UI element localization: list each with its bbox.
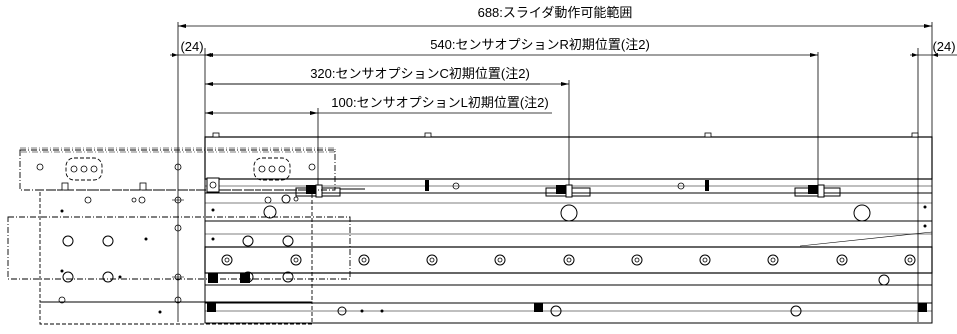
dimension-sensor-r: 540:センサオプションR初期位置(注2) bbox=[205, 37, 819, 190]
rail-bolt bbox=[221, 254, 233, 266]
sensor-c-label: 320:センサオプションC初期位置(注2) bbox=[310, 66, 530, 81]
dimension-sensor-l: 100:センサオプションL初期位置(注2) bbox=[205, 83, 552, 190]
rail-bolt bbox=[767, 254, 779, 266]
rail-bolt-inner bbox=[634, 257, 640, 263]
rail-bolt bbox=[836, 254, 848, 266]
rail-bolt-inner bbox=[224, 257, 230, 263]
stroke-total-label: 688:スライダ動作可能範囲 bbox=[478, 5, 633, 20]
end-bolt bbox=[240, 273, 250, 283]
actuator-body bbox=[204, 132, 933, 324]
rail-bolt-inner bbox=[293, 257, 299, 263]
sensor-bracket-c bbox=[530, 184, 591, 198]
rail-bolt bbox=[494, 254, 506, 266]
sensor-l-label: 100:センサオプションL初期位置(注2) bbox=[331, 95, 548, 110]
rail-bolt-inner bbox=[429, 257, 435, 263]
dimension-stroke-total: 688:スライダ動作可能範囲 bbox=[177, 5, 933, 322]
rail-bolt-inner bbox=[566, 257, 572, 263]
rail-bolt bbox=[290, 254, 302, 266]
rail-bolt bbox=[358, 254, 370, 266]
rail-bolt bbox=[563, 254, 575, 266]
rail-bolt-inner bbox=[702, 257, 708, 263]
rail-bolt-inner bbox=[361, 257, 367, 263]
rail-bolt-inner bbox=[497, 257, 503, 263]
dimension-right-margin: (24) bbox=[910, 39, 957, 322]
rail-bolt-inner bbox=[839, 257, 845, 263]
rail-bolt bbox=[699, 254, 711, 266]
rail-bolt bbox=[426, 254, 438, 266]
sensor-bracket-l bbox=[295, 184, 365, 198]
end-bolt bbox=[208, 273, 218, 283]
slider-table-outline bbox=[7, 147, 351, 325]
right-margin-label: (24) bbox=[932, 39, 955, 54]
bolt-row bbox=[208, 254, 916, 283]
rail-bolt bbox=[631, 254, 643, 266]
sensor-r-label: 540:センサオプションR初期位置(注2) bbox=[430, 37, 650, 52]
rail-bolt bbox=[904, 254, 916, 266]
sensor-bracket-r bbox=[780, 184, 841, 198]
left-margin-label: (24) bbox=[180, 39, 203, 54]
rail-bolt-inner bbox=[907, 257, 913, 263]
rail-bolt-inner bbox=[770, 257, 776, 263]
